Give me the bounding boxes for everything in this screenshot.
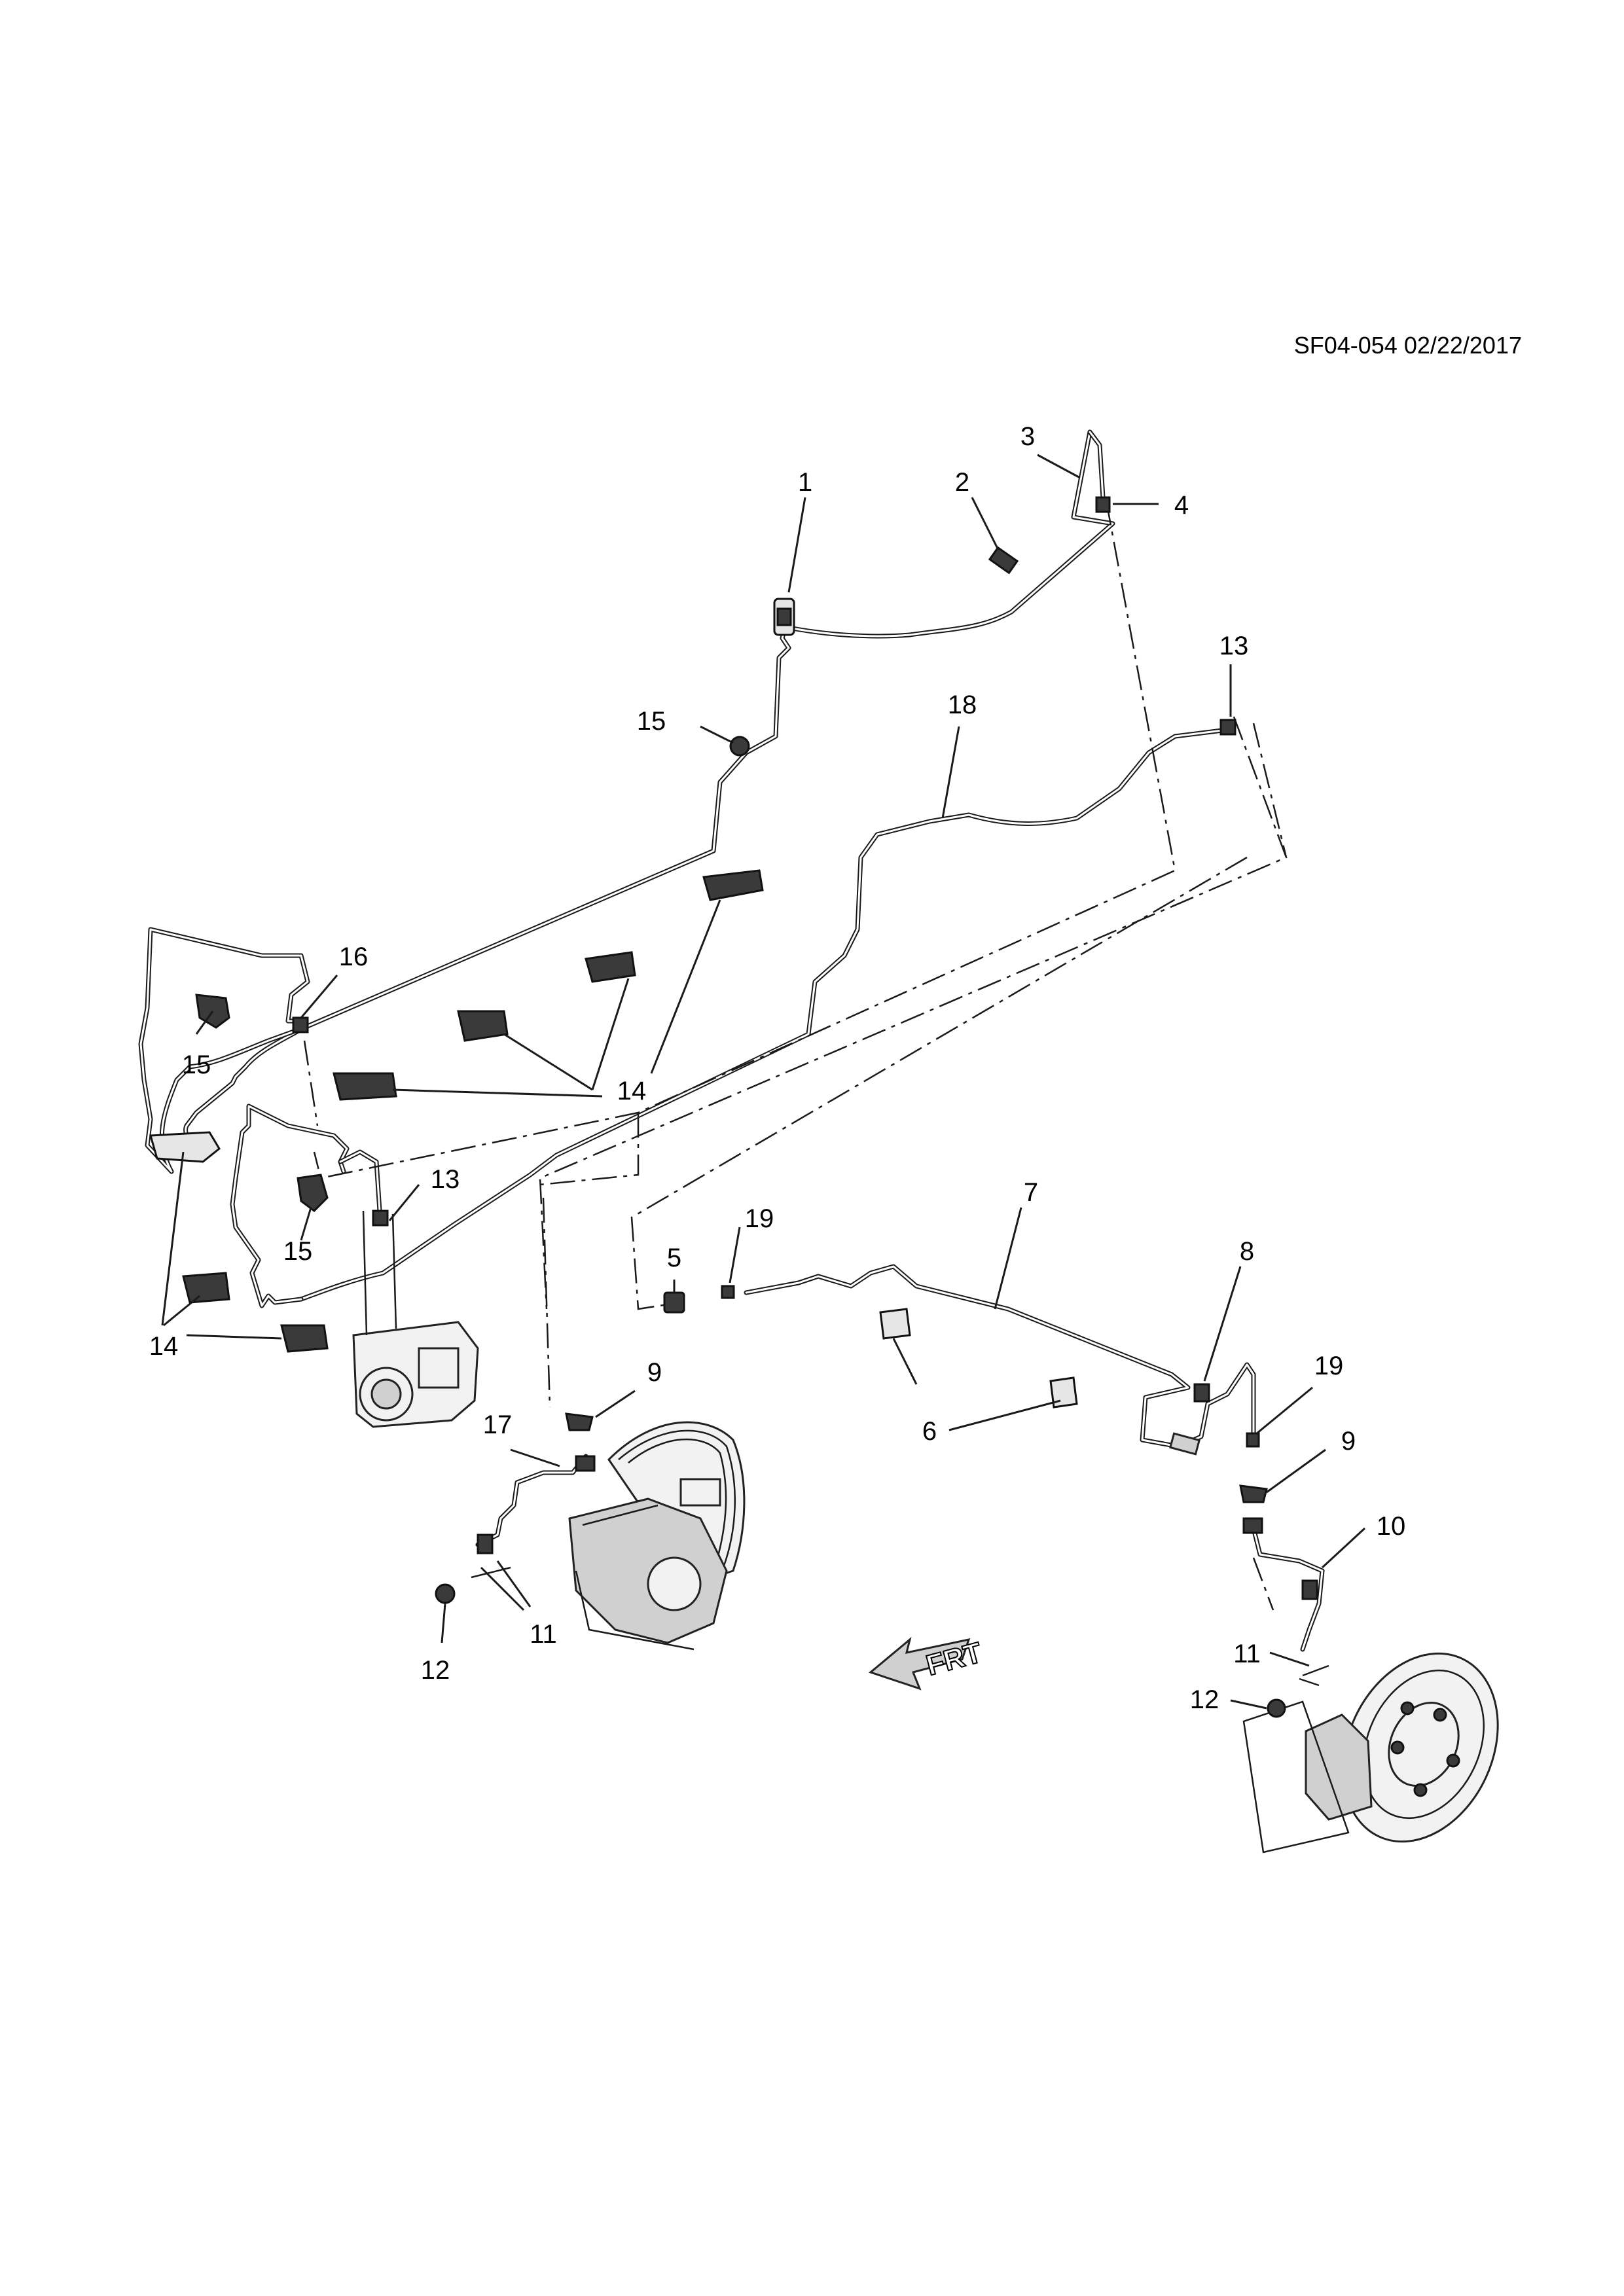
callout-5: 5 (667, 1244, 681, 1272)
bracket-9-left (565, 1412, 594, 1431)
callout-2: 2 (955, 468, 969, 497)
callout-15-left: 15 (182, 1050, 211, 1079)
callout-3: 3 (1020, 422, 1035, 451)
callout-16: 16 (339, 942, 369, 971)
callout-10: 10 (1377, 1512, 1406, 1541)
routing-centerlines (303, 500, 1288, 1611)
clip-6-b (1049, 1376, 1078, 1408)
frt-label: FRT (923, 1636, 985, 1681)
clip-14-f (182, 1272, 230, 1304)
bracket-9-right (1239, 1484, 1268, 1503)
callout-4: 4 (1174, 491, 1189, 520)
reference-code: SF04-054 02/22/2017 (1294, 332, 1522, 359)
callout-13-upper: 13 (1219, 632, 1249, 660)
front-direction-arrow: FRT (868, 1636, 986, 1691)
left-caliper-assembly (568, 1421, 746, 1651)
nut-19-right (1246, 1432, 1260, 1448)
callout-15-top: 15 (637, 707, 666, 736)
upper-brake-pipe (183, 429, 1115, 1145)
brake-pipe-18 (230, 727, 1230, 1308)
callout-12-right: 12 (1190, 1685, 1219, 1714)
clip-14-g (280, 1324, 329, 1353)
clip-14-a (702, 869, 764, 901)
right-disc-assembly (1242, 1652, 1499, 1854)
callout-19-right: 19 (1314, 1352, 1344, 1380)
clip-15-top (729, 736, 750, 757)
clip-15-mid (297, 1174, 329, 1212)
bolt-12-left (435, 1583, 456, 1604)
callout-15-mid: 15 (283, 1237, 313, 1266)
callout-12-left: 12 (421, 1656, 450, 1685)
callout-13-lower: 13 (431, 1165, 460, 1194)
callout-17: 17 (483, 1410, 513, 1439)
callout-19-left: 19 (745, 1204, 774, 1233)
callout-18: 18 (948, 691, 977, 719)
callout-8: 8 (1240, 1237, 1254, 1266)
leader-lines (161, 454, 1366, 1710)
clip-14-b (585, 951, 636, 983)
bolt-12-right (1267, 1698, 1286, 1718)
callout-14-lower: 14 (149, 1332, 179, 1361)
nut-4 (1095, 496, 1111, 513)
nut-19-left (721, 1285, 735, 1299)
clip-6-a (879, 1308, 911, 1340)
clip-8 (1193, 1383, 1210, 1403)
callout-7: 7 (1024, 1178, 1038, 1207)
callout-9-right: 9 (1341, 1427, 1356, 1456)
callout-1: 1 (798, 468, 812, 497)
brake-hose-10 (1242, 1517, 1329, 1687)
nut-16 (292, 1016, 309, 1033)
nut-13-lower (372, 1210, 389, 1227)
callout-9-left: 9 (647, 1358, 662, 1387)
clip-14-d (333, 1072, 397, 1101)
nut-13-upper (1219, 719, 1236, 736)
pipe-clip-1 (773, 598, 795, 636)
abs-modulator (352, 1210, 479, 1428)
clip-14-e (149, 1131, 221, 1163)
callout-11-left: 11 (530, 1620, 557, 1649)
brake-pipe-7 (744, 1264, 1256, 1456)
callout-6: 6 (922, 1417, 937, 1446)
connector-5 (663, 1291, 685, 1314)
fitting-2 (988, 546, 1019, 575)
clip-14-c (457, 1010, 509, 1042)
callout-labels: 1 2 3 4 5 6 7 8 9 9 10 11 11 12 12 13 13… (149, 422, 1406, 1714)
callout-11-right: 11 (1233, 1640, 1261, 1668)
callout-14-upper: 14 (617, 1077, 647, 1105)
